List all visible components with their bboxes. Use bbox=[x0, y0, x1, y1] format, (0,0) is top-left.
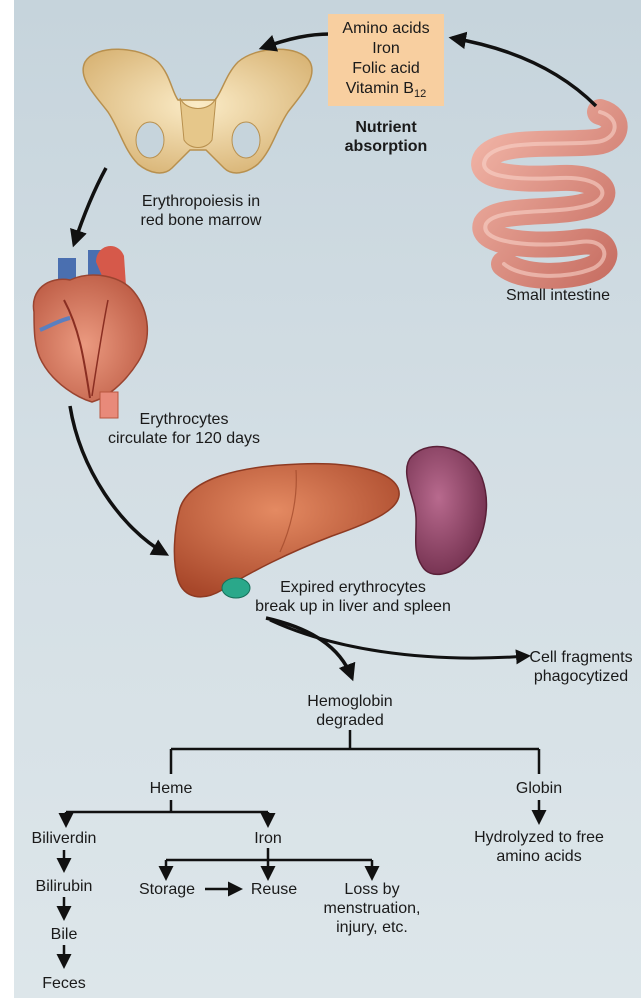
label-bilirubin: Bilirubin bbox=[20, 877, 108, 896]
label-reuse: Reuse bbox=[242, 880, 306, 899]
arrow-intestine-to-nutrients bbox=[452, 38, 596, 106]
nutrient-caption: Nutrient absorption bbox=[336, 118, 436, 156]
label-storage: Storage bbox=[130, 880, 204, 899]
arrow-liver-to-fragments bbox=[270, 620, 528, 658]
heart-illustration bbox=[33, 246, 147, 418]
nutrient-vitamin-b12: Vitamin B12 bbox=[328, 79, 444, 104]
label-circulate: Erythrocytes circulate for 120 days bbox=[84, 410, 284, 448]
pelvis-illustration bbox=[83, 49, 312, 173]
label-cell-fragments: Cell fragments phagocytized bbox=[522, 648, 640, 686]
label-hydrolyzed: Hydrolyzed to free amino acids bbox=[454, 828, 624, 866]
label-small-intestine: Small intestine bbox=[476, 286, 640, 305]
label-hemoglobin-degraded: Hemoglobin degraded bbox=[290, 692, 410, 730]
label-heme: Heme bbox=[141, 779, 201, 798]
arrow-nutrients-to-pelvis bbox=[262, 34, 330, 48]
small-intestine-illustration bbox=[484, 112, 615, 276]
label-expired-erythrocytes: Expired erythrocytes break up in liver a… bbox=[230, 578, 476, 616]
nutrient-box: Amino acids Iron Folic acid Vitamin B12 bbox=[328, 14, 444, 106]
label-loss: Loss by menstruation, injury, etc. bbox=[306, 880, 438, 937]
nutrient-iron: Iron bbox=[328, 39, 444, 59]
nutrient-amino-acids: Amino acids bbox=[328, 19, 444, 39]
spleen-illustration bbox=[407, 447, 487, 575]
label-iron: Iron bbox=[238, 829, 298, 848]
arrow-liver-to-hemoglobin bbox=[266, 618, 352, 678]
label-feces: Feces bbox=[24, 974, 104, 993]
nutrient-folic-acid: Folic acid bbox=[328, 59, 444, 79]
label-erythropoiesis: Erythropoiesis in red bone marrow bbox=[118, 192, 284, 230]
arrow-pelvis-to-heart bbox=[74, 168, 106, 244]
label-globin: Globin bbox=[505, 779, 573, 798]
label-biliverdin: Biliverdin bbox=[18, 829, 110, 848]
label-bile: Bile bbox=[34, 925, 94, 944]
